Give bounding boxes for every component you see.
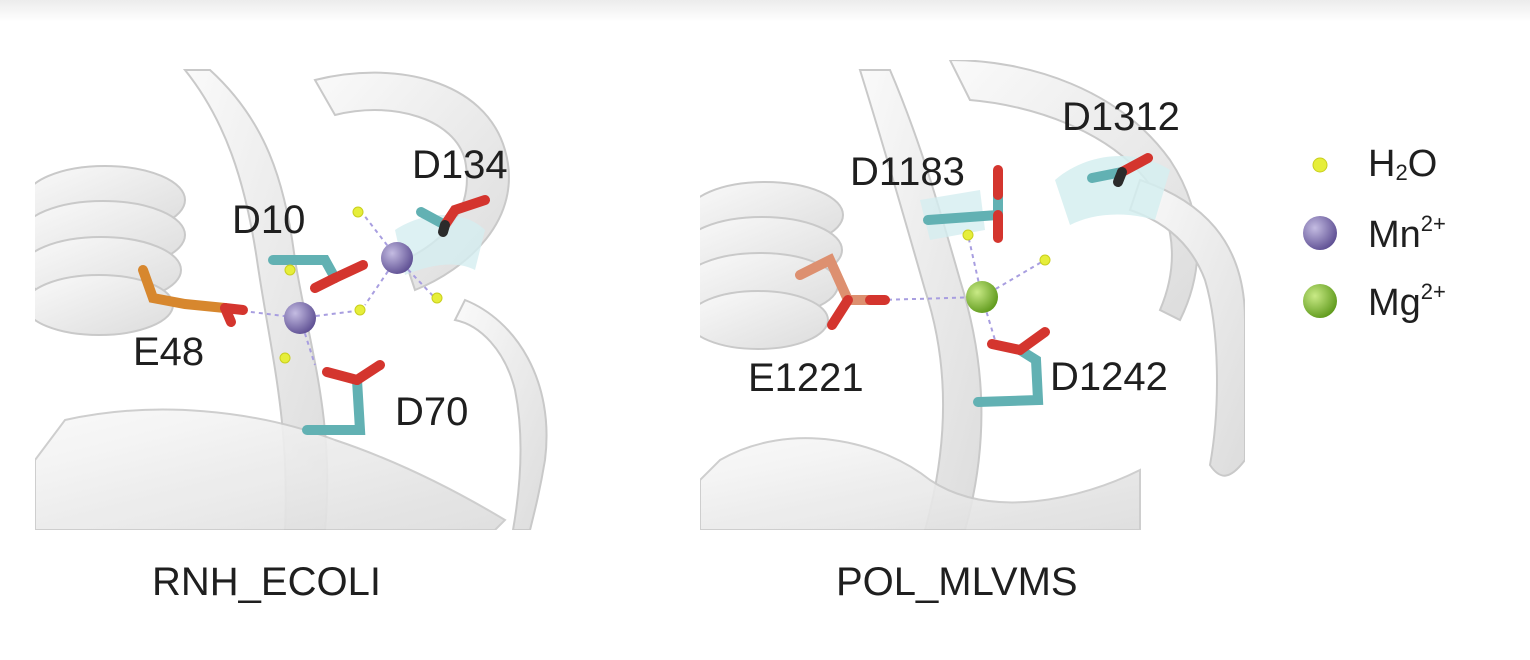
d1242-side-chain: [973, 327, 1050, 407]
residue-label-d134: D134: [412, 143, 508, 187]
legend-water-subscript: 2: [1395, 160, 1408, 185]
d134-ribbon-patch: [395, 215, 485, 275]
legend-item-manganese: Mn2+: [1290, 203, 1510, 263]
lower-sheet-ribbon: [35, 408, 507, 530]
residue-label-e48: E48: [133, 330, 205, 374]
legend-water-tail: O: [1407, 143, 1438, 185]
manganese-marker-icon: [1303, 216, 1337, 250]
legend-magnesium-charge: 2+: [1420, 279, 1446, 304]
lower-sheet-ribbon: [700, 437, 1141, 530]
e1221-side-chain: [795, 253, 890, 330]
right-ribbon: [1128, 178, 1245, 477]
legend-manganese-charge: 2+: [1420, 211, 1446, 236]
d70-side-chain: [302, 360, 385, 435]
mn-ion: [381, 242, 413, 274]
residue-label-d1312: D1312: [1062, 95, 1180, 139]
rnh-ecoli-structure-panel: [35, 60, 635, 530]
residue-label-e1221: E1221: [748, 356, 864, 400]
pol-mlvms-structure-graphic: [700, 60, 1245, 530]
d134-side-chain: [416, 195, 490, 237]
d1312-ribbon-patch: [1055, 156, 1170, 225]
residue-label-d1242: D1242: [1050, 355, 1168, 399]
legend-magnesium-base: Mg: [1368, 282, 1421, 324]
rnh-ecoli-structure-graphic: [35, 69, 548, 530]
helix-ribbon: [35, 165, 186, 336]
legend-water-base: H: [1368, 143, 1396, 185]
water-molecules: [279, 206, 443, 364]
mg-ion: [966, 281, 998, 313]
upper-loop-ribbon: [948, 60, 1199, 322]
d10-side-chain: [268, 255, 368, 293]
panel-caption-rnh-ecoli: RNH_ECOLI: [152, 560, 381, 604]
beta-strand-ribbon: [182, 69, 329, 530]
d1312-side-chain: [1087, 153, 1153, 187]
legend-manganese-base: Mn: [1368, 214, 1421, 256]
water-marker-icon: [1312, 157, 1328, 173]
e48-side-chain: [138, 265, 248, 327]
d1183-side-chain: [923, 165, 1003, 243]
legend: H2O Mn2+ Mg2+: [1290, 135, 1510, 335]
pol-mlvms-structure-panel: [700, 60, 1245, 530]
legend-item-magnesium: Mg2+: [1290, 271, 1510, 331]
panel-caption-pol-mlvms: POL_MLVMS: [836, 560, 1078, 604]
right-loop-ribbon: [453, 298, 548, 530]
water-molecules: [962, 229, 1051, 266]
magnesium-marker-icon: [1303, 284, 1337, 318]
residue-label-d10: D10: [232, 198, 306, 242]
legend-item-water: H2O: [1290, 135, 1510, 195]
mn-ion: [284, 302, 316, 334]
residue-label-d1183: D1183: [850, 150, 965, 194]
top-shadow-band: [0, 0, 1530, 22]
residue-label-d70: D70: [395, 390, 469, 434]
